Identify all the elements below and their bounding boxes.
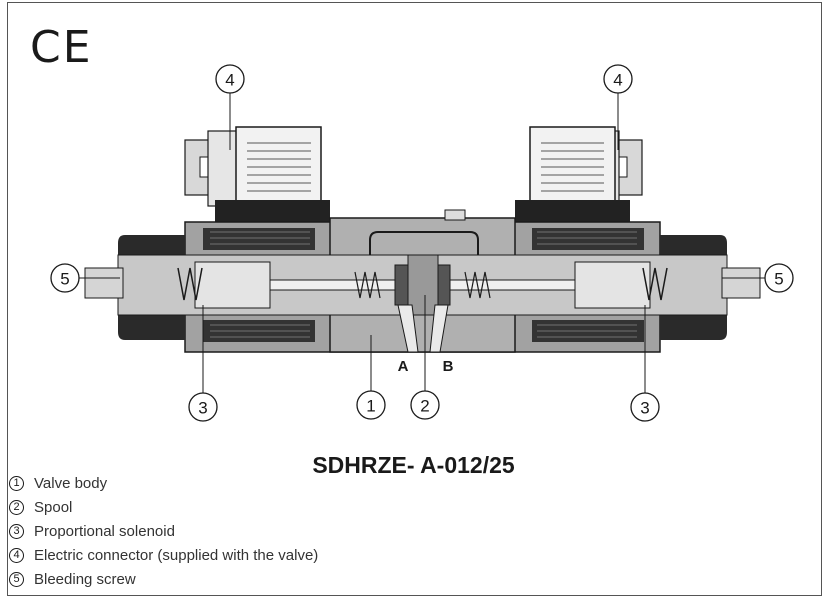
svg-text:1: 1 <box>366 397 375 416</box>
callout-3-left: 3 <box>188 392 218 422</box>
coil-cap-left <box>215 200 330 225</box>
port-label-b: B <box>443 358 454 375</box>
electric-connector-right <box>529 126 643 210</box>
coil-left <box>203 228 315 342</box>
svg-text:3: 3 <box>640 399 649 418</box>
legend-number: 2 <box>9 499 24 515</box>
bleeding-screw-right <box>721 267 761 299</box>
plunger-right <box>574 261 651 309</box>
svg-text:4: 4 <box>225 71 234 90</box>
spool-spring-right <box>464 271 491 299</box>
spool-land <box>407 254 439 316</box>
legend-item: 5 Bleeding screw <box>9 567 318 591</box>
callout-2: 2 <box>410 390 440 420</box>
bleeding-screw-left <box>84 267 124 299</box>
svg-text:4: 4 <box>613 71 622 90</box>
electric-connector-left <box>184 126 322 210</box>
svg-text:5: 5 <box>774 270 783 289</box>
legend-number: 5 <box>9 571 24 587</box>
port-a-channel <box>397 304 419 353</box>
valve-cross-section: 4 4 5 5 3 1 2 3 A B <box>50 64 794 422</box>
legend: 1 Valve body 2 Spool 3 Proportional sole… <box>9 471 318 591</box>
legend-item: 3 Proportional solenoid <box>9 519 318 543</box>
callout-5-right: 5 <box>764 263 794 293</box>
spring-right <box>642 267 668 301</box>
legend-item: 2 Spool <box>9 495 318 519</box>
port-label-a: A <box>398 358 409 375</box>
legend-item: 4 Electric connector (supplied with the … <box>9 543 318 567</box>
legend-text: Bleeding screw <box>34 570 136 588</box>
callout-4-right: 4 <box>603 64 633 94</box>
ce-mark-logo: CE <box>30 22 93 73</box>
callout-5-left: 5 <box>50 263 80 293</box>
coil-right <box>532 228 644 342</box>
callout-3-right: 3 <box>630 392 660 422</box>
svg-text:2: 2 <box>420 397 429 416</box>
internal-channel <box>369 231 479 262</box>
svg-text:3: 3 <box>198 399 207 418</box>
legend-number: 3 <box>9 523 24 539</box>
coil-cap-right <box>515 200 630 225</box>
callout-4-left: 4 <box>215 64 245 94</box>
legend-number: 1 <box>9 475 24 491</box>
legend-number: 4 <box>9 547 24 563</box>
port-b-channel <box>429 304 449 353</box>
legend-text: Proportional solenoid <box>34 522 175 540</box>
legend-text: Spool <box>34 498 73 516</box>
top-plug <box>444 209 466 221</box>
legend-text: Electric connector (supplied with the va… <box>34 546 319 564</box>
svg-text:5: 5 <box>60 270 69 289</box>
legend-item: 1 Valve body <box>9 471 318 495</box>
model-title: SDHRZE- A-012/25 <box>312 452 515 478</box>
legend-text: Valve body <box>34 474 108 492</box>
plunger-left <box>194 261 271 309</box>
callout-1: 1 <box>356 390 386 420</box>
spool-spring-left <box>354 271 381 299</box>
spring-left <box>177 267 203 301</box>
